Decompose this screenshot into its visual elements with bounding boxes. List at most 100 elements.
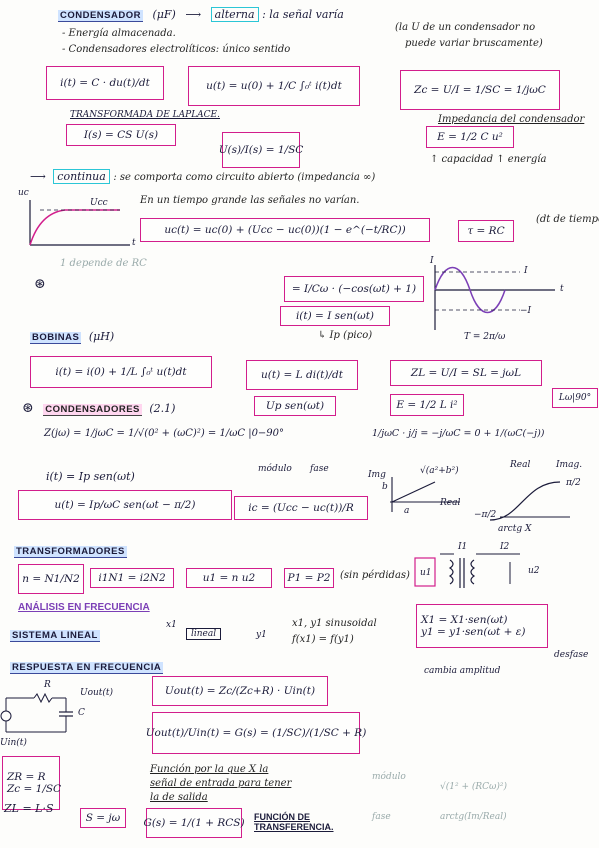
side-note-2: puede variar bruscamente) (405, 38, 543, 49)
explain-line-2: señal de entrada para tener (150, 778, 292, 789)
eq-ic: ic = (Ucc − uc(t))/R (234, 496, 368, 520)
rc-circuit-diagram (0, 692, 73, 733)
circuit-r-label: R (44, 680, 51, 690)
i1-label: I1 (458, 542, 468, 552)
continua-desc-2: En un tiempo grande las señales no varía… (140, 195, 360, 206)
tau-box: τ = RC (458, 220, 514, 242)
s-eq: S = jω (80, 808, 126, 828)
funcion-label: FUNCIÓN DE TRANSFERENCIA. (254, 812, 334, 832)
capacity-note: ↑ capacidad ↑ energía (430, 154, 547, 165)
phase-box: Lω|90° (552, 388, 598, 408)
continua-desc-1: : se comporta como circuito abierto (imp… (113, 172, 376, 183)
cambia-amplitud-label: cambia amplitud (424, 666, 501, 676)
sine-label-minus-I: −I (520, 306, 532, 316)
sine-label-I: I (524, 266, 528, 276)
bobinas-section: BOBINAS (μH) (30, 330, 115, 344)
tau-note: (dt de tiempo) (536, 214, 599, 225)
eq-xy-box: X1 = X1·sen(ωt) y1 = y1·sen(ωt + ε) (416, 604, 548, 648)
eq-j-capacitor: 1/jωC · j/j = −j/ωC = 0 + 1/(ωC(−j)) (372, 428, 545, 439)
modulo-label: módulo (258, 464, 292, 474)
continua-section: ⟶ continua : se comporta como circuito a… (30, 169, 376, 184)
desfase-label: desfase (554, 650, 589, 660)
eq-i-sin: i(t) = I sen(ωt) (280, 306, 390, 326)
transformer-diagram (414, 553, 520, 588)
phasor-im-label: Img (368, 470, 386, 480)
eq-x-sin: X1 = X1·sen(ωt) (421, 614, 508, 626)
eq-uc-charge: uc(t) = uc(0) + (Ucc − uc(0))(1 − e^(−t/… (140, 218, 430, 242)
condensadores-ac-section: ⊛ CONDENSADORES (2.1) (22, 400, 175, 416)
eq-i-ac: i(t) = Ip sen(ωt) (46, 470, 135, 483)
phasor-a-label: a (404, 506, 410, 516)
sistema-y1: y1 (256, 630, 267, 640)
eq-laplace: I(s) = CS U(s) (66, 124, 176, 146)
real-label: Real (510, 460, 531, 470)
eq-u-sin: = I/Cω · (−cos(ωt) + 1) (284, 276, 424, 302)
sin-perdidas-note: (sin pérdidas) (340, 570, 410, 581)
u1-label: u1 (420, 568, 432, 578)
laplace-label: TRANSFORMADA DE LAPLACE. (70, 110, 220, 120)
circuit-uin-label: Uin(t) (0, 738, 27, 748)
eq-u-capacitor: u(t) = u(0) + 1/C ∫₀ᵗ i(t)dt (188, 66, 360, 106)
eq-n: n = N1/N2 (18, 564, 84, 594)
grey-modulo-eq: √(1² + (RCω)²) (440, 782, 507, 792)
explain-line-1: Función por la que X la (150, 764, 269, 775)
condensador-section: CONDENSADOR (μF) ⟶ alterna : la señal va… (58, 7, 344, 22)
zr-eq: ZR = R (7, 771, 46, 783)
phasor-real-label: Real (440, 498, 461, 508)
ip-note: ↳ Ip (pico) (318, 330, 373, 341)
zc-eq: Zc = 1/SC (7, 783, 62, 795)
bobinas-unit: (μH) (88, 330, 115, 343)
axis-u-label: uc (18, 188, 29, 198)
continua-label: continua (53, 169, 110, 184)
period-label: T = 2π/ω (464, 332, 506, 342)
u2-label: u2 (528, 566, 540, 576)
condensadores-ac-subtitle: (2.1) (149, 402, 176, 415)
transformadores-section: TRANSFORMADORES (14, 544, 127, 558)
grey-fase-label: fase (372, 812, 391, 822)
sistema-section: SISTEMA LINEAL (10, 628, 100, 642)
eq-p: P1 = P2 (284, 568, 334, 588)
phasor-b-label: b (382, 482, 388, 492)
bullet-energia: - Energía almacenada. (62, 28, 176, 39)
arrow-right-icon: ⟶ (185, 8, 202, 21)
up-note-box: Up sen(ωt) (254, 396, 336, 416)
condensador-unit: (μF) (152, 8, 176, 21)
alterna-label: alterna (210, 7, 259, 22)
imag-label: Imag. (556, 460, 583, 470)
axis-t-label: t (132, 238, 136, 248)
fase-label: fase (310, 464, 329, 474)
impedances-box: ZR = R Zc = 1/SC (2, 756, 62, 810)
sine-label-t: t (560, 284, 564, 294)
eq-energy-inductor: E = 1/2 L i² (390, 394, 464, 416)
bullet-electroliticos: - Condensadores electrolíticos: único se… (62, 44, 291, 55)
eq-energy-capacitor: E = 1/2 C u² (426, 126, 514, 148)
grey-note-rc: 1 depende de RC (60, 258, 147, 269)
zl-eq: ZL = L·S (4, 802, 54, 815)
sistema-x1: x1 (166, 620, 177, 630)
example-marker-icon: ⊛ (34, 276, 46, 292)
ucc-curve-label: Ucc (90, 198, 108, 208)
circuit-uout-label: Uout(t) (80, 688, 114, 698)
condensadores-marker-icon: ⊛ (22, 400, 34, 416)
condensadores-ac-title: CONDENSADORES (43, 404, 142, 416)
sine-label-I-axis: I (430, 256, 434, 266)
alterna-desc: : la señal varía (262, 8, 344, 21)
eq-u-inductor: u(t) = L di(t)/dt (246, 360, 358, 390)
eq-u-transformer: u1 = n u2 (186, 568, 272, 588)
eq-g-ratio: Uout(t)/Uin(t) = G(s) = (1/SC)/(1/SC + R… (146, 712, 366, 754)
grey-modulo-label: módulo (372, 772, 406, 782)
grey-fase-eq: arctg(Im/Real) (440, 812, 507, 822)
pi-half-label: π/2 (566, 478, 581, 488)
transformadores-title: TRANSFORMADORES (14, 546, 127, 558)
explain-line-3: la de salida (150, 792, 208, 803)
respuesta-title: RESPUESTA EN FRECUENCIA (10, 662, 164, 674)
sistema-title: SISTEMA LINEAL (10, 630, 100, 642)
i2-label: I2 (500, 542, 510, 552)
condensador-title: CONDENSADOR (58, 10, 143, 22)
eq-uout: Uout(t) = Zc/(Zc+R) · Uin(t) (152, 676, 328, 706)
circuit-c-label: C (78, 708, 85, 718)
bobinas-title: BOBINAS (30, 332, 82, 344)
eq-z-capacitor: Z(jω) = 1/jωC = 1/√(0² + (ωC)²) = 1/ωC |… (44, 428, 285, 439)
sistema-note-2: f(x1) = f(y1) (292, 634, 354, 645)
eq-iN: i1N1 = i2N2 (90, 568, 174, 588)
